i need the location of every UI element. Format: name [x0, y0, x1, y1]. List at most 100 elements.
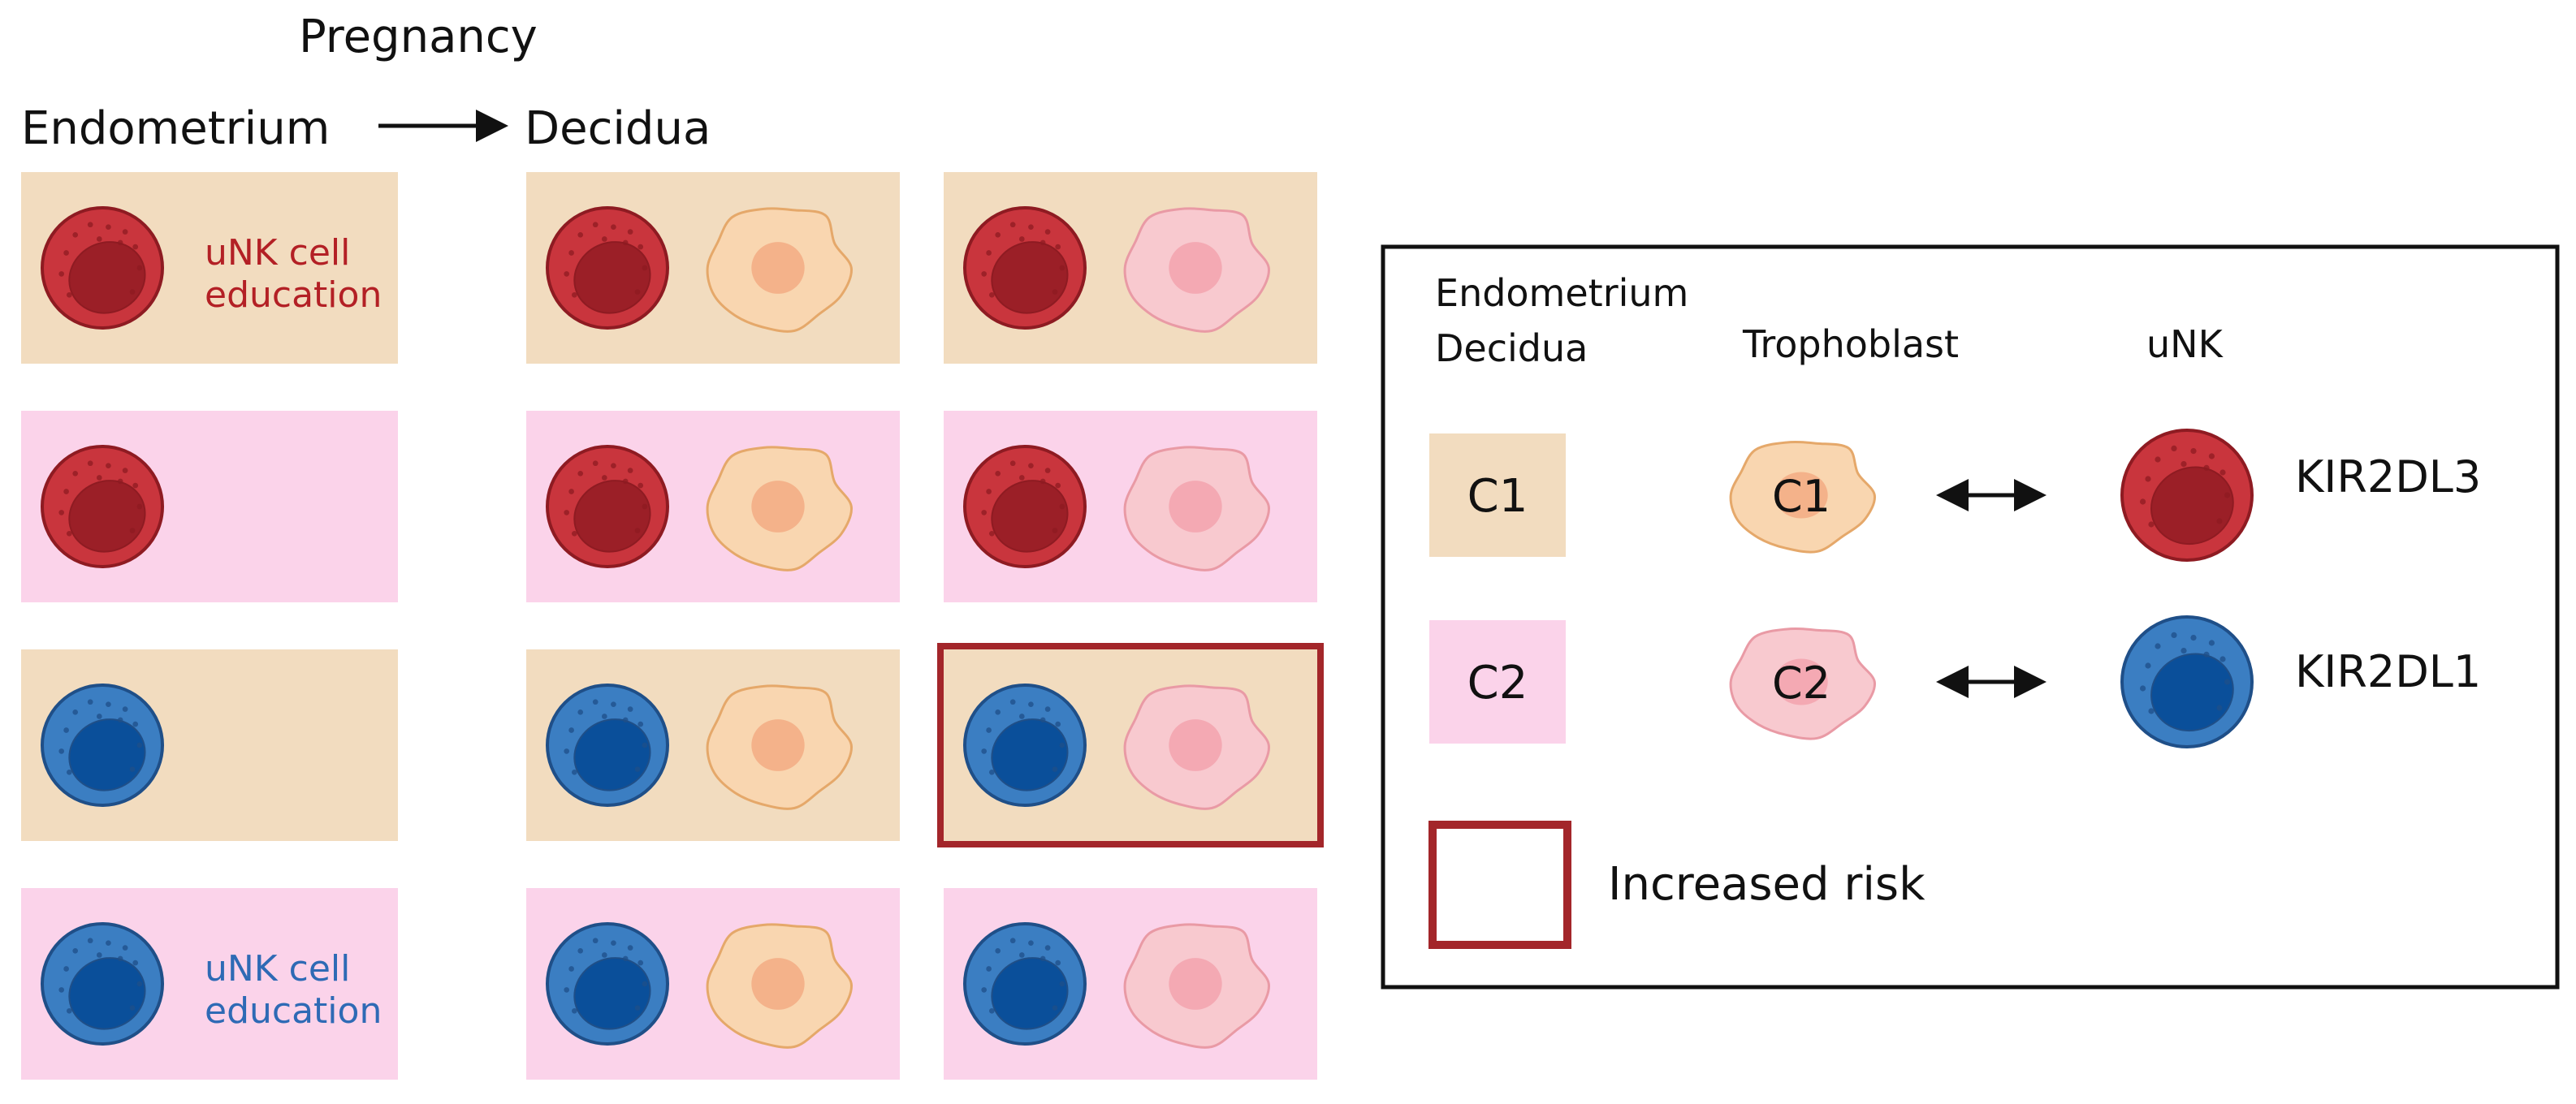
trophoblast-c1	[706, 684, 853, 810]
unk-granule	[592, 699, 599, 705]
unk-granule	[1018, 714, 1025, 719]
unk-granule	[2171, 445, 2177, 452]
unk-granule	[96, 475, 102, 481]
unk-granule	[986, 489, 992, 494]
unk-granule	[2140, 685, 2146, 692]
unk-granule	[622, 955, 629, 962]
unk-granule	[63, 727, 69, 733]
trophoblast-nucleus	[1169, 719, 1222, 771]
unk-granule	[622, 478, 629, 485]
trophoblast-c1	[706, 923, 853, 1049]
unk-cell-blue	[546, 684, 669, 807]
unk-granule	[638, 482, 644, 489]
unk-granule	[96, 236, 102, 242]
unk-granule	[2216, 705, 2223, 711]
unk-granule	[634, 528, 641, 533]
unk-granule	[58, 987, 65, 993]
trophoblast-nucleus	[1169, 242, 1222, 294]
unk-granule	[132, 721, 139, 727]
unk-granule	[136, 265, 143, 271]
unk-granule	[611, 701, 616, 708]
unk-granule	[1059, 742, 1065, 748]
unk-granule	[995, 947, 1001, 954]
unk-granule	[96, 952, 102, 958]
unk-granule	[601, 236, 607, 242]
unk-granule	[638, 244, 644, 250]
unk-cell-blue	[963, 684, 1087, 807]
unk-granule	[2224, 492, 2231, 498]
unk-granule	[638, 721, 644, 727]
legend-kir-label: KIR2DL3	[2295, 451, 2481, 502]
unk-granule	[136, 981, 143, 987]
unk-granule	[132, 960, 139, 966]
unk-granule	[1009, 938, 1016, 944]
unk-granule	[66, 291, 72, 298]
unk-granule	[132, 482, 139, 489]
unk-granule	[2155, 456, 2161, 463]
unk-education-label: uNK cell	[205, 232, 350, 274]
unk-cell-nucleus	[991, 718, 1069, 791]
unk-granule	[129, 766, 136, 772]
unk-granule	[106, 940, 111, 947]
unk-granule	[634, 289, 641, 295]
unk-education-label: education	[205, 274, 382, 316]
trophoblast-c1	[706, 207, 853, 333]
unk-cell-nucleus	[68, 718, 146, 791]
unk-granule	[622, 239, 629, 246]
unk-granule	[117, 478, 123, 485]
unk-granule	[2148, 521, 2155, 528]
unk-education-label: education	[205, 990, 382, 1032]
unk-granule	[58, 748, 65, 754]
unk-granule	[571, 530, 577, 537]
unk-granule	[627, 229, 633, 235]
unk-granule	[122, 706, 128, 712]
unk-granule	[106, 463, 111, 469]
endometrium-header: Endometrium	[21, 102, 330, 155]
unk-granule	[2208, 453, 2215, 459]
trophoblast-c1: C1	[1729, 441, 1876, 554]
trophoblast-nucleus	[1169, 481, 1222, 533]
unk-granule	[1055, 244, 1061, 250]
unk-cell-blue	[41, 922, 164, 1046]
unk-granule	[1052, 1005, 1058, 1011]
unk-education-label: uNK cell	[205, 948, 350, 990]
trophoblast-c2	[1123, 207, 1270, 333]
unk-granule	[577, 947, 584, 954]
unk-cell-nucleus	[573, 480, 651, 553]
unk-cell-red	[2120, 429, 2254, 562]
unk-granule	[106, 701, 111, 708]
unk-granule	[58, 271, 65, 277]
unk-granule	[106, 224, 111, 231]
unk-granule	[627, 468, 633, 473]
trophoblast-nucleus	[751, 958, 805, 1010]
legend-swatch-c2	[1429, 620, 1566, 744]
unk-granule	[1044, 945, 1051, 951]
unk-granule	[2216, 518, 2223, 524]
unk-cell-nucleus	[68, 957, 146, 1030]
legend-endometrium-heading: Endometrium	[1435, 271, 1688, 315]
unk-granule	[564, 748, 570, 754]
trophoblast-nucleus	[1774, 658, 1828, 705]
trophoblast-nucleus	[751, 481, 805, 533]
unk-granule	[2145, 662, 2151, 669]
unk-granule	[981, 987, 988, 993]
unk-granule	[58, 510, 65, 515]
unk-granule	[568, 966, 574, 972]
trophoblast-nucleus	[751, 242, 805, 294]
unk-granule	[72, 231, 79, 238]
unk-granule	[1052, 289, 1058, 295]
unk-granule	[1009, 222, 1016, 228]
unk-cell-nucleus	[68, 480, 146, 553]
unk-granule	[988, 530, 995, 537]
unk-granule	[122, 229, 128, 235]
unk-granule	[87, 938, 93, 944]
unk-granule	[568, 727, 574, 733]
unk-granule	[2155, 643, 2161, 649]
trophoblast-nucleus	[1774, 472, 1828, 519]
unk-granule	[981, 748, 988, 754]
unk-granule	[601, 952, 607, 958]
unk-cell-nucleus	[68, 241, 146, 314]
unk-granule	[1028, 701, 1034, 708]
unk-granule	[571, 1007, 577, 1014]
